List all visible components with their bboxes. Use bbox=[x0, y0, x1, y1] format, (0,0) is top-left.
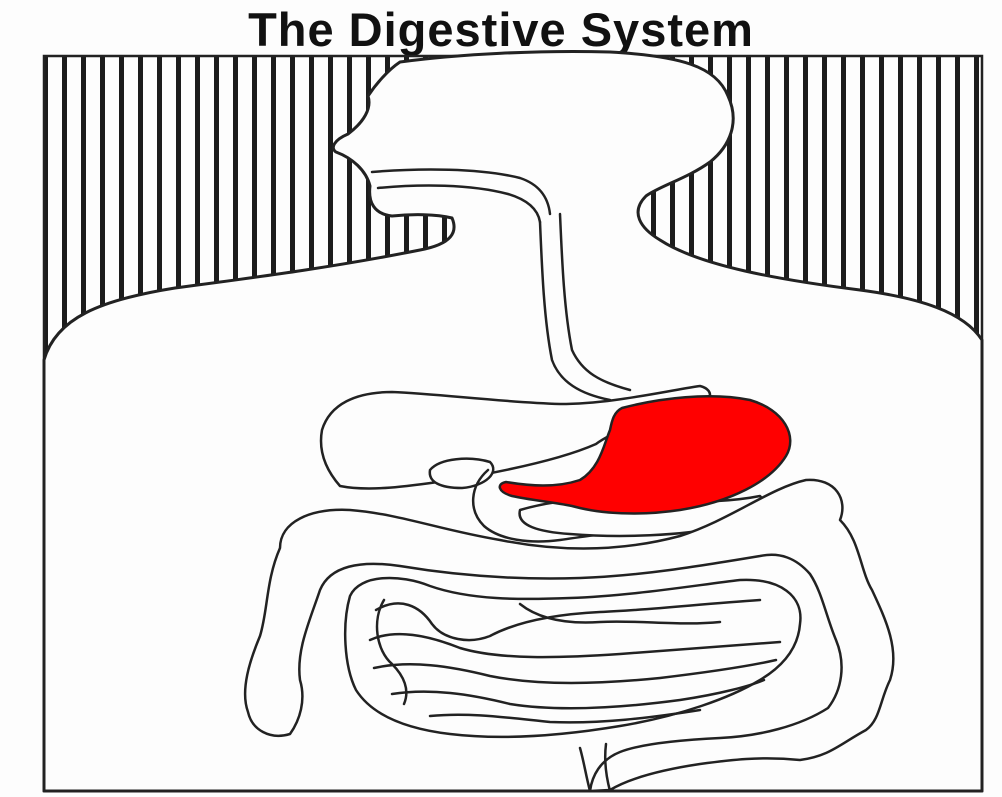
digestive-system-diagram bbox=[0, 0, 1002, 797]
diagram-page: The Digestive System bbox=[0, 0, 1002, 797]
